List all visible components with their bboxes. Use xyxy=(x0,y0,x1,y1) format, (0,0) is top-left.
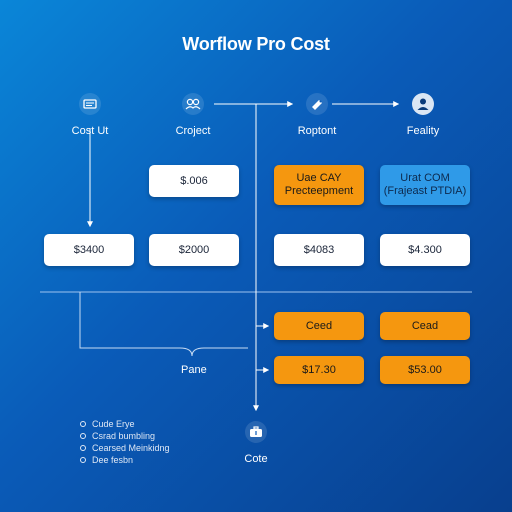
node-label: Cost Ut xyxy=(71,125,109,137)
node-cost[interactable]: Cost Ut xyxy=(50,92,130,137)
value-text: Uae CAY xyxy=(296,172,342,185)
legend-item: Csrad bumbling xyxy=(80,430,170,442)
status-box[interactable]: Ceed xyxy=(274,312,364,340)
value-text: $4.300 xyxy=(408,243,442,256)
price-box[interactable]: $2000 xyxy=(149,234,239,266)
pane-bracket xyxy=(79,292,248,357)
value-text: (Frajeast PTDIA) xyxy=(383,185,467,197)
node-project[interactable]: Croject xyxy=(153,92,233,137)
scope-box[interactable]: Urat COM (Frajeast PTDIA) xyxy=(380,165,470,205)
bullet-icon xyxy=(80,445,86,451)
node-cote[interactable]: Cote xyxy=(216,420,296,465)
legend-label: Dee fesbn xyxy=(92,455,134,465)
legend-label: Cude Erye xyxy=(92,419,135,429)
scope-box[interactable]: Uae CAY Precteepment xyxy=(274,165,364,205)
price-box[interactable]: $4083 xyxy=(274,234,364,266)
value-text: $2000 xyxy=(178,243,210,256)
value-text: $.006 xyxy=(180,174,208,187)
legend-item: Dee fesbn xyxy=(80,454,170,466)
legend: Cude Erye Csrad bumbling Cearsed Meinkid… xyxy=(80,418,170,466)
bullet-icon xyxy=(80,421,86,427)
price-box[interactable]: $4.300 xyxy=(380,234,470,266)
value-text: Ceed xyxy=(305,319,333,332)
value-text: Cead xyxy=(411,319,439,332)
value-text: Precteepment xyxy=(284,185,354,197)
document-icon xyxy=(78,92,102,116)
bullet-icon xyxy=(80,457,86,463)
person-icon xyxy=(411,92,435,116)
node-label: Cote xyxy=(244,453,268,465)
node-label: Feality xyxy=(406,125,440,137)
node-facility[interactable]: Feality xyxy=(383,92,463,137)
value-text: $4083 xyxy=(303,243,335,256)
legend-label: Cearsed Meinkidng xyxy=(92,443,170,453)
page-title: Worflow Pro Cost xyxy=(182,34,330,54)
node-label: Croject xyxy=(175,125,211,137)
legend-item: Cearsed Meinkidng xyxy=(80,442,170,454)
value-text: $3400 xyxy=(73,243,105,256)
bullet-icon xyxy=(80,433,86,439)
price-box[interactable]: $3400 xyxy=(44,234,134,266)
tag-icon xyxy=(305,92,329,116)
value-box[interactable]: $.006 xyxy=(149,165,239,197)
total-box[interactable]: $17.30 xyxy=(274,356,364,384)
node-label: Roptont xyxy=(297,125,337,137)
value-text: $53.00 xyxy=(408,363,442,376)
value-text: Urat COM xyxy=(400,172,450,185)
status-box[interactable]: Cead xyxy=(380,312,470,340)
briefcase-icon xyxy=(244,420,268,444)
users-icon xyxy=(181,92,205,116)
node-report[interactable]: Roptont xyxy=(277,92,357,137)
pane-label: Pane xyxy=(181,364,207,376)
legend-item: Cude Erye xyxy=(80,418,170,430)
legend-label: Csrad bumbling xyxy=(92,431,156,441)
value-text: $17.30 xyxy=(302,363,336,376)
total-box[interactable]: $53.00 xyxy=(380,356,470,384)
